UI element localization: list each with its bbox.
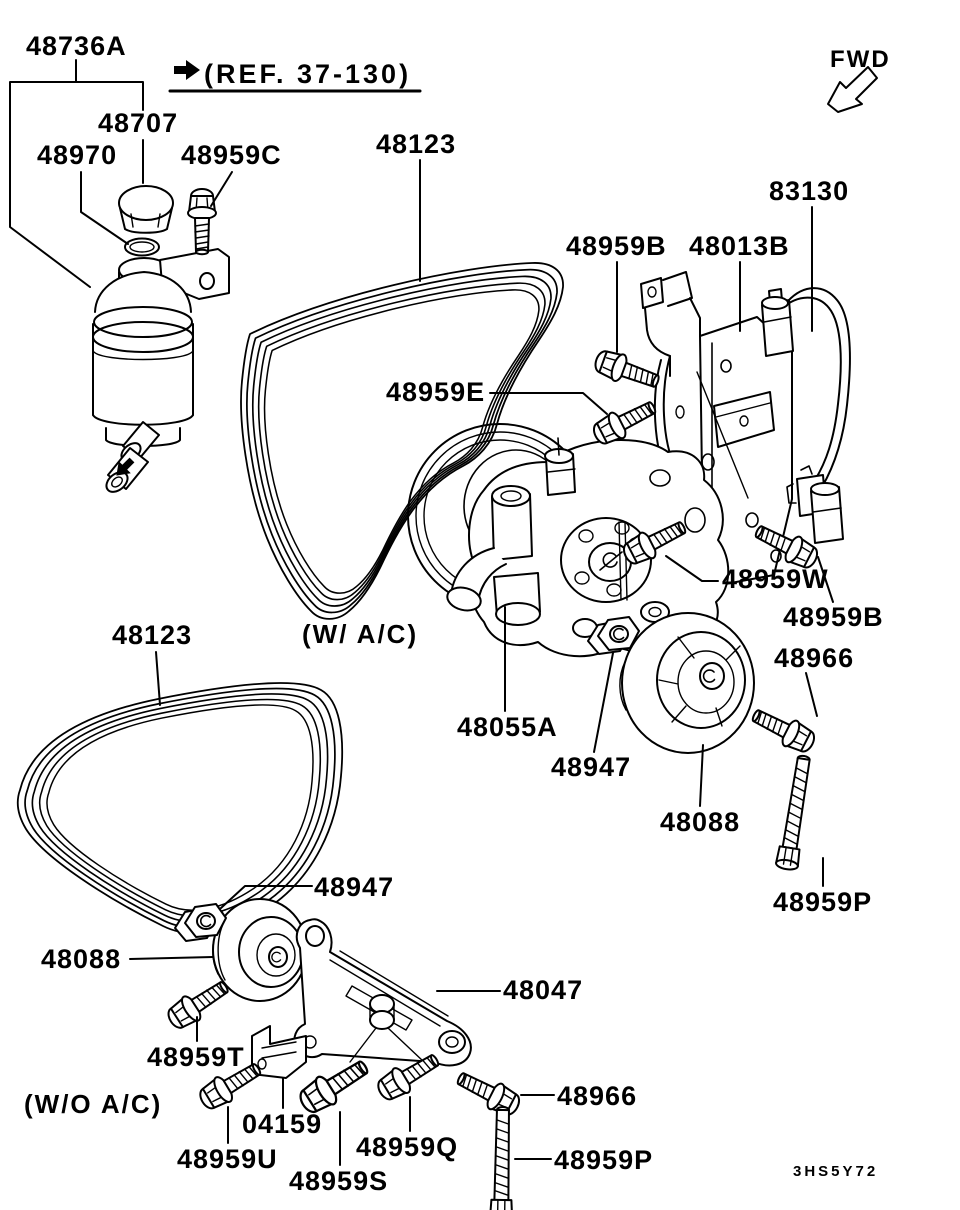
bolt-48966-upper: [746, 701, 820, 758]
callout-48055A[interactable]: 48055A: [457, 712, 558, 742]
callout-48959Q[interactable]: 48959Q: [356, 1132, 459, 1162]
callout-48959E[interactable]: 48959E: [386, 377, 486, 407]
callout-48047[interactable]: 48047: [503, 975, 584, 1005]
belt-48123-with-ac: [240, 262, 564, 620]
callout-48959P-upper[interactable]: 48959P: [773, 887, 873, 917]
figure-code: 3HS5Y72: [793, 1163, 879, 1180]
bolt-48959P-lower: [489, 1105, 516, 1210]
bolt-48959T: [162, 973, 235, 1035]
pulley-48088-upper: [619, 612, 755, 754]
callout-48966-upper[interactable]: 48966: [774, 643, 855, 673]
callout-48123-upper[interactable]: 48123: [376, 129, 457, 159]
callout-48959B-lower[interactable]: 48959B: [783, 602, 884, 632]
belt-48123-without-ac: [16, 682, 344, 935]
pulley-48088-lower: [212, 898, 308, 1002]
variant-without-ac: (W/O A/C): [24, 1089, 163, 1119]
callout-48707[interactable]: 48707: [98, 108, 179, 138]
callout-48959C[interactable]: 48959C: [181, 140, 282, 170]
callout-48736A[interactable]: 48736A: [26, 31, 127, 61]
callout-83130[interactable]: 83130: [769, 176, 850, 206]
callout-48088-lower[interactable]: 48088: [41, 944, 122, 974]
callout-48088-upper[interactable]: 48088: [660, 807, 741, 837]
callout-04159[interactable]: 04159: [242, 1109, 323, 1139]
callout-48013B[interactable]: 48013B: [689, 231, 790, 261]
reservoir-assembly: [92, 185, 230, 493]
bolt-48959C: [187, 188, 217, 256]
callout-48959S[interactable]: 48959S: [289, 1166, 389, 1196]
hose-83130: [761, 287, 851, 544]
fwd-label: FWD: [830, 46, 891, 73]
bracket-48047: [293, 918, 472, 1067]
bolt-48966-lower: [451, 1064, 525, 1121]
callout-48947-lower[interactable]: 48947: [314, 872, 395, 902]
callout-48959U[interactable]: 48959U: [177, 1144, 278, 1174]
ref-arrow-icon: [168, 59, 422, 93]
pump-48055A: [446, 437, 730, 658]
callout-48947-upper[interactable]: 48947: [551, 752, 632, 782]
callout-48966-lower[interactable]: 48966: [557, 1081, 638, 1111]
callout-48959T[interactable]: 48959T: [147, 1042, 245, 1072]
leader-lines: [9, 59, 834, 1166]
bolt-48959P-upper: [774, 753, 817, 872]
callout-48959B-upper[interactable]: 48959B: [566, 231, 667, 261]
callout-48970[interactable]: 48970: [37, 140, 118, 170]
callout-48123-lower[interactable]: 48123: [112, 620, 193, 650]
ref-note[interactable]: (REF. 37-130): [204, 59, 412, 89]
bolt-48959B-upper: [590, 345, 664, 396]
callout-48959W[interactable]: 48959W: [722, 564, 829, 594]
variant-with-ac: (W/ A/C): [302, 619, 419, 649]
fwd-arrow-icon: [827, 66, 878, 113]
callout-48959P-lower[interactable]: 48959P: [554, 1145, 654, 1175]
